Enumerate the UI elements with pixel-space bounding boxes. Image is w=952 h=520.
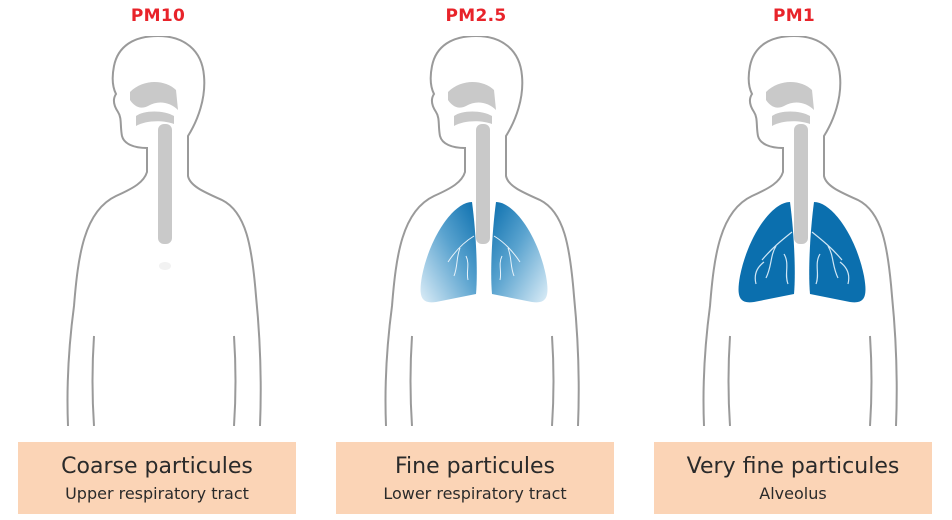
human-silhouette-icon — [644, 36, 944, 426]
caption-box: Very fine particules Alveolus — [654, 442, 932, 514]
caption-title: Fine particules — [336, 454, 614, 480]
airway-icon — [130, 82, 178, 244]
panel-title: PM10 — [8, 6, 308, 26]
caption-box: Coarse particules Upper respiratory trac… — [18, 442, 296, 514]
caption-subtitle: Lower respiratory tract — [336, 484, 614, 504]
panel-pm1: PM1 Very fine particules Alveolus — [644, 0, 944, 520]
panel-pm2-5: PM2.5 — [326, 0, 626, 520]
panel-pm10: PM10 Coarse particules Upper respiratory… — [8, 0, 308, 520]
caption-title: Very fine particules — [654, 454, 932, 480]
caption-subtitle: Alveolus — [654, 484, 932, 504]
caption-box: Fine particules Lower respiratory tract — [336, 442, 614, 514]
panel-title: PM1 — [644, 6, 944, 26]
caption-subtitle: Upper respiratory tract — [18, 484, 296, 504]
caption-title: Coarse particules — [18, 454, 296, 480]
panel-title: PM2.5 — [326, 6, 626, 26]
human-silhouette-icon — [326, 36, 626, 426]
human-silhouette-icon — [8, 36, 308, 426]
lungs-icon — [159, 262, 171, 270]
